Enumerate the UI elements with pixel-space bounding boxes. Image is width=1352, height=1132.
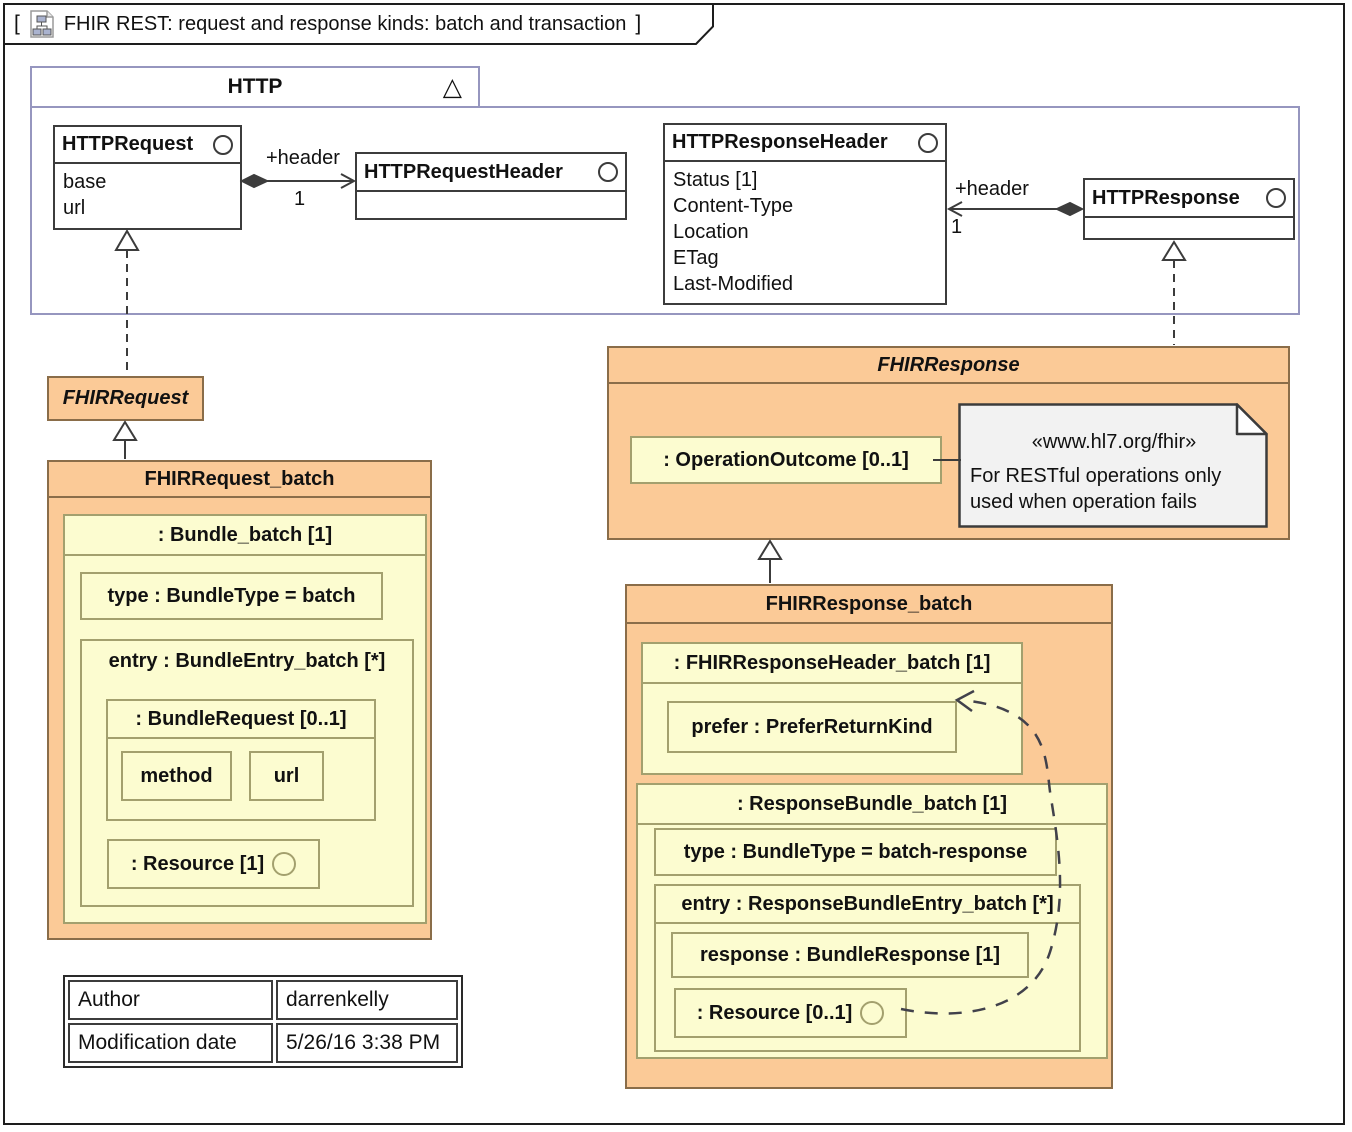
class-fhirresponse-batch-name: FHIRResponse_batch [627,586,1111,624]
property-operationoutcome[interactable]: : OperationOutcome [0..1] [630,436,942,484]
circle-icon [213,134,233,155]
property-responsebundle-batch[interactable]: : ResponseBundle_batch [1] type : Bundle… [636,783,1108,1059]
property-entry-responsebundleentry[interactable]: entry : ResponseBundleEntry_batch [*] re… [654,884,1081,1052]
http-package-tab[interactable]: HTTP △ [30,66,480,108]
assoc-response-header-multiplicity: 1 [951,216,963,238]
property-fhirresponseheader-batch[interactable]: : FHIRResponseHeader_batch [1] prefer : … [641,642,1023,775]
class-httprequestheader-name: HTTPRequestHeader [364,160,563,183]
property-resource-0-1-label: : Resource [0..1] [696,1001,853,1024]
info-table[interactable]: Author darrenkelly Modification date 5/2… [63,975,463,1068]
class-httpresponse-name-row: HTTPResponse [1085,180,1293,218]
diagram-title: FHIR REST: request and response kinds: b… [63,12,627,35]
class-httprequest-attrs: base url [55,164,240,226]
property-bundlerequest-name: : BundleRequest [0..1] [108,701,374,739]
title-close-bracket: ] [635,12,642,35]
property-response-bundleresponse-label: response : BundleResponse [1] [699,943,1001,966]
note-shape [958,403,1268,528]
note-line: For RESTful operations only [970,465,1222,487]
attribute: Content-Type [673,195,794,217]
property-resource-0-1-row: : Resource [0..1] [676,990,905,1036]
property-bundle-batch-name: : Bundle_batch [1] [65,516,425,556]
property-entry-bundleentry[interactable]: entry : BundleEntry_batch [*] : BundleRe… [80,639,414,907]
property-entry-responsebundleentry-name: entry : ResponseBundleEntry_batch [*] [656,886,1079,924]
class-httpresponseheader-name-row: HTTPResponseHeader [665,125,945,162]
http-package-name: HTTP [227,75,283,98]
info-table-author-value: darrenkelly [276,980,458,1020]
property-resource-1[interactable]: : Resource [1] [107,839,320,889]
class-fhirrequest[interactable]: FHIRRequest [47,376,204,421]
property-resource-1-label: : Resource [1] [130,852,265,875]
class-fhirrequest-name: FHIRRequest [62,387,189,409]
property-type-batch[interactable]: type : BundleType = batch [80,572,383,620]
attribute: base [63,171,107,193]
circle-icon [598,162,618,182]
class-httpresponseheader[interactable]: HTTPResponseHeader Status [1] Content-Ty… [663,123,947,305]
property-url[interactable]: url [249,751,324,801]
note-hl7[interactable]: «www.hl7.org/fhir» For RESTful operation… [958,403,1268,528]
diagram-kind-icon [30,10,54,38]
info-table-author-label: Author [68,980,273,1020]
class-httprequest-name: HTTPRequest [62,133,194,155]
property-type-batch-response[interactable]: type : BundleType = batch-response [654,828,1057,876]
note-stereotype: «www.hl7.org/fhir» [1031,431,1197,453]
class-httprequestheader-name-row: HTTPRequestHeader [357,154,625,192]
property-prefer[interactable]: prefer : PreferReturnKind [667,701,957,753]
assoc-response-header-label: +header [955,178,1029,200]
property-method-label: method [140,764,213,787]
property-operationoutcome-label: : OperationOutcome [0..1] [663,448,909,471]
class-httpresponse-name: HTTPResponse [1092,186,1240,209]
class-httpresponse[interactable]: HTTPResponse [1083,178,1295,240]
class-httprequest-name-row: HTTPRequest [55,127,240,164]
attribute: Status [1] [673,169,758,191]
property-url-label: url [273,764,300,787]
property-responsebundle-batch-name: : ResponseBundle_batch [1] [638,785,1106,825]
note-line: used when operation fails [970,491,1197,513]
property-entry-bundleentry-name: entry : BundleEntry_batch [*] [108,649,386,672]
class-httpresponseheader-attrs: Status [1] Content-Type Location ETag La… [665,162,945,302]
property-prefer-label: prefer : PreferReturnKind [691,715,933,738]
attribute: Last-Modified [673,273,794,295]
class-fhirrequest-batch[interactable]: FHIRRequest_batch : Bundle_batch [1] typ… [47,460,432,940]
class-fhirresponse-batch[interactable]: FHIRResponse_batch : FHIRResponseHeader_… [625,584,1113,1089]
property-resource-1-row: : Resource [1] [109,841,318,887]
diagram-title-bar: [ FHIR REST: request and response kinds:… [14,9,641,39]
info-table-moddate-value: 5/26/16 3:38 PM [276,1023,458,1063]
circle-icon [1266,188,1286,208]
class-httprequest[interactable]: HTTPRequest base url [53,125,242,230]
package-triangle-icon: △ [442,73,462,101]
attribute: Location [673,221,749,243]
assoc-request-header-label: +header [266,147,340,169]
property-bundle-batch[interactable]: : Bundle_batch [1] type : BundleType = b… [63,514,427,924]
info-table-moddate-label: Modification date [68,1023,273,1063]
property-type-batch-label: type : BundleType = batch [107,584,356,607]
title-open-bracket: [ [14,12,20,35]
property-fhirresponseheader-batch-name: : FHIRResponseHeader_batch [1] [643,644,1021,684]
class-httpresponseheader-name: HTTPResponseHeader [672,131,888,153]
property-response-bundleresponse[interactable]: response : BundleResponse [1] [671,932,1029,978]
note-text: «www.hl7.org/fhir» For RESTful operation… [958,403,1268,515]
property-method[interactable]: method [121,751,232,801]
circle-icon [272,852,297,876]
class-httprequestheader[interactable]: HTTPRequestHeader [355,152,627,220]
property-type-batch-response-label: type : BundleType = batch-response [683,840,1028,863]
assoc-request-header-multiplicity: 1 [294,188,306,210]
attribute: ETag [673,247,719,269]
property-bundlerequest[interactable]: : BundleRequest [0..1] method url [106,699,376,821]
attribute: url [63,197,86,219]
property-resource-0-1[interactable]: : Resource [0..1] [674,988,907,1038]
circle-icon [860,1001,885,1025]
class-fhirresponse-name: FHIRResponse [609,348,1288,384]
class-fhirrequest-batch-name: FHIRRequest_batch [49,462,430,498]
circle-icon [918,132,938,153]
